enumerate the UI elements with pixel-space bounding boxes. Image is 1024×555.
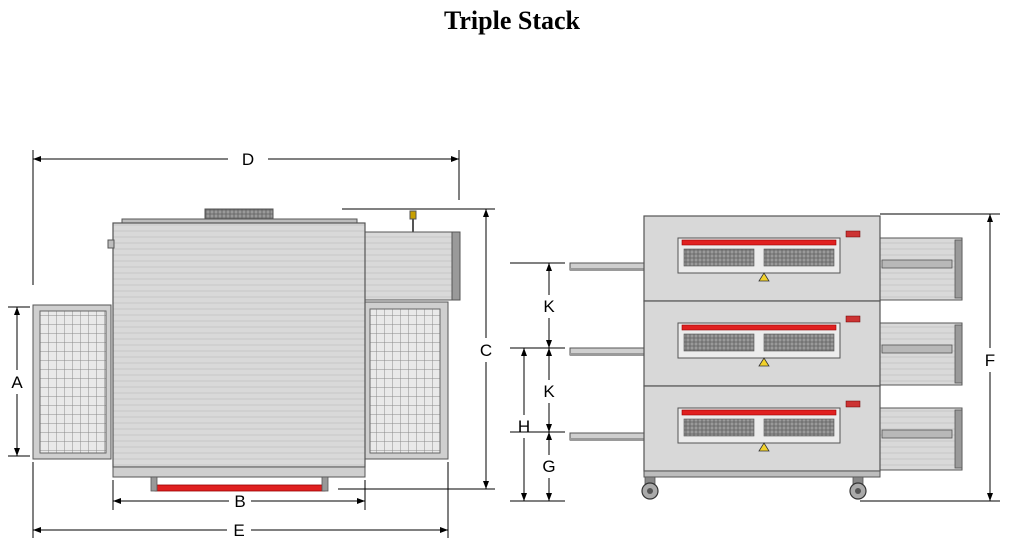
right-conveyor-rail-3 [881, 429, 953, 439]
right-conveyor-rail-1 [881, 259, 953, 269]
caster-right-hub [855, 488, 861, 494]
right-conveyor-belt [369, 308, 441, 454]
front-dimension-lines [8, 150, 495, 538]
front-heater-bar [154, 484, 326, 492]
dim-label-a: A [11, 373, 23, 392]
left-conveyor-belt [39, 310, 107, 454]
brand-badge-1 [845, 230, 861, 238]
right-conveyor-end-1 [954, 239, 963, 299]
dim-label-d: D [242, 150, 254, 169]
control-box [361, 231, 460, 301]
side-dimension-arrows [521, 214, 993, 501]
left-conveyor-lip-2 [570, 353, 645, 356]
warning-label-icon-1 [758, 272, 770, 282]
right-conveyor-end-2 [954, 324, 963, 384]
brand-badge-3 [845, 400, 861, 408]
front-dimension-arrows [14, 156, 489, 533]
stack-base [643, 470, 881, 478]
dim-label-c: C [480, 341, 492, 360]
dim-label-f: F [985, 351, 995, 370]
right-conveyor-end-3 [954, 409, 963, 469]
control-box-end [451, 231, 461, 301]
dim-label-e: E [233, 521, 244, 540]
oven-heater-bar-2 [681, 324, 837, 331]
dim-label-g: G [542, 457, 555, 476]
oven-heater-bar-1 [681, 239, 837, 246]
dim-label-k-top: K [543, 297, 555, 316]
oven-screen-left-1 [683, 248, 755, 267]
warning-label-icon-3 [758, 442, 770, 452]
page-title: Triple Stack [443, 6, 581, 35]
warning-label-icon-2 [758, 357, 770, 367]
oven-body-front [112, 222, 366, 468]
front-leg-left [150, 476, 158, 492]
right-conveyor-rail-2 [881, 344, 953, 354]
front-view: D C A B E [8, 150, 495, 540]
dim-label-h: H [518, 417, 530, 436]
front-leg-right [321, 476, 329, 492]
control-knob [409, 210, 417, 220]
right-conveyor-block-1 [879, 237, 963, 301]
right-conveyor-block-3 [879, 407, 963, 471]
oven-heater-bar-3 [681, 409, 837, 416]
caster-left-hub [647, 488, 653, 494]
oven-screen-right-1 [763, 248, 835, 267]
oven-screen-right-2 [763, 333, 835, 352]
dim-label-b: B [234, 492, 245, 511]
side-dimension-lines [510, 213, 1000, 502]
dim-label-k-middle: K [543, 382, 555, 401]
left-conveyor-lip-1 [570, 268, 645, 271]
brand-badge-2 [845, 315, 861, 323]
left-conveyor-lip-3 [570, 438, 645, 441]
oven-screen-left-3 [683, 418, 755, 437]
right-conveyor-block-2 [879, 322, 963, 386]
oven-base [112, 466, 366, 478]
side-view [569, 215, 963, 500]
body-shoulder [107, 239, 115, 249]
oven-screen-left-2 [683, 333, 755, 352]
oven-screen-right-3 [763, 418, 835, 437]
